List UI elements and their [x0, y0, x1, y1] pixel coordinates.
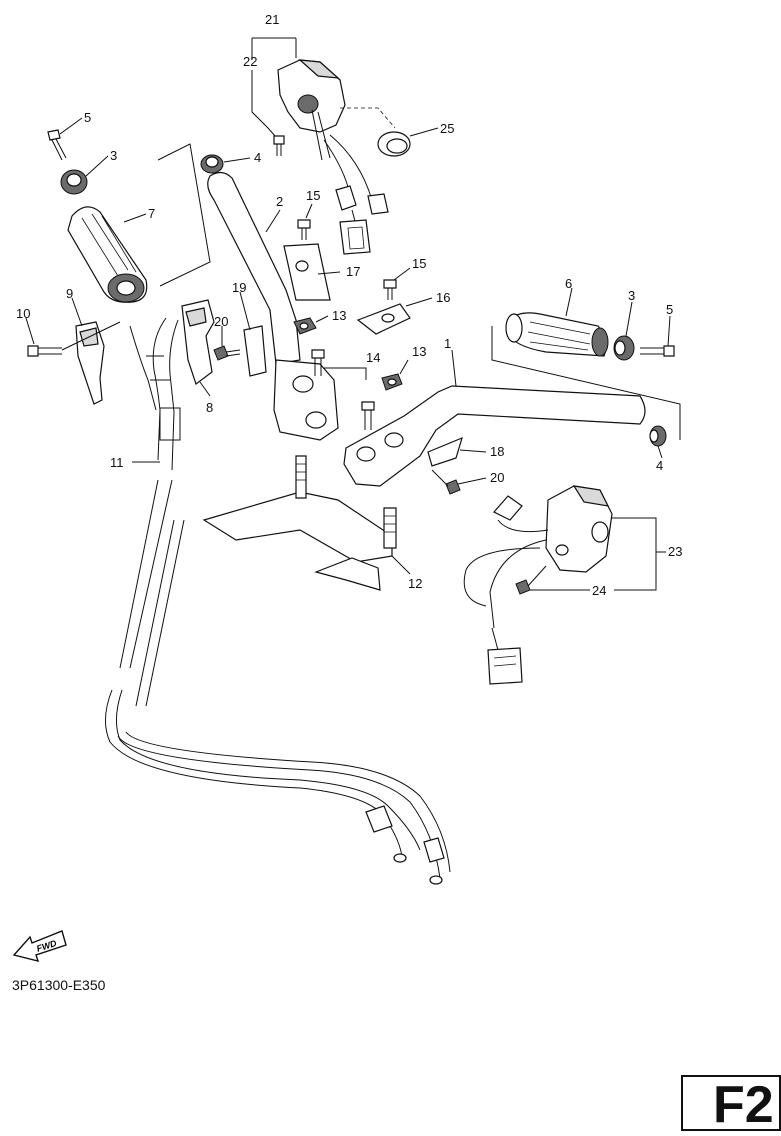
- bolt-14-right: [361, 401, 375, 430]
- collar-25: [377, 131, 411, 157]
- holder-8: [181, 299, 215, 385]
- page-tab: F2: [681, 1075, 781, 1134]
- handlebar-1: [343, 385, 646, 487]
- callout-8: 8: [206, 400, 213, 415]
- callout-21: 21: [265, 12, 279, 27]
- callout-6: 6: [565, 276, 572, 291]
- callout-5-left: 5: [84, 110, 91, 125]
- callout-18: 18: [490, 444, 504, 459]
- callout-3-right: 3: [628, 288, 635, 303]
- grip-6: [505, 312, 609, 357]
- screw-24: [515, 565, 547, 595]
- callout-16: 16: [436, 290, 450, 305]
- page-tab-label: F2: [713, 1076, 774, 1134]
- clamp-19: [243, 325, 267, 377]
- callout-13-left: 13: [332, 308, 346, 323]
- callout-23: 23: [668, 544, 682, 559]
- grip-end-3-right: [613, 335, 635, 361]
- bolt-10: [27, 345, 62, 357]
- callout-25: 25: [440, 121, 454, 136]
- callout-13-right: 13: [412, 344, 426, 359]
- switch-housing-21: [277, 59, 389, 255]
- callout-10: 10: [16, 306, 30, 321]
- screw-20-right: [431, 469, 461, 495]
- bolt-5-right: [640, 345, 675, 357]
- callout-14: 14: [366, 350, 380, 365]
- screw-22: [273, 135, 285, 156]
- callout-4-top: 4: [254, 150, 261, 165]
- callout-19: 19: [232, 280, 246, 295]
- fwd-arrow-icon: FWD: [12, 930, 67, 962]
- screw-20-left: [213, 345, 241, 361]
- callout-15-left: 15: [306, 188, 320, 203]
- nut-13-right: [381, 373, 403, 391]
- weight-4-top: [200, 154, 224, 174]
- clamp-18: [427, 436, 463, 467]
- screw-15-right: [383, 279, 397, 300]
- plate-17: [283, 243, 331, 301]
- callout-22: 22: [243, 54, 257, 69]
- catalog-code: 3P61300-E350: [12, 977, 106, 993]
- handlebar-2: [207, 171, 339, 441]
- cables-11: [105, 317, 451, 885]
- callout-7: 7: [148, 206, 155, 221]
- holder-9: [75, 321, 105, 405]
- weight-4-right: [649, 425, 667, 447]
- callout-9: 9: [66, 286, 73, 301]
- callout-12: 12: [408, 576, 422, 591]
- callout-20-right: 20: [490, 470, 504, 485]
- callout-24: 24: [592, 583, 606, 598]
- callout-5-right: 5: [666, 302, 673, 317]
- callout-15-right: 15: [412, 256, 426, 271]
- nut-13-left: [293, 317, 317, 335]
- callout-3-left: 3: [110, 148, 117, 163]
- plate-16: [356, 303, 411, 335]
- callout-20-left: 20: [214, 314, 228, 329]
- callout-1: 1: [444, 336, 451, 351]
- callout-11: 11: [110, 455, 124, 470]
- bolt-14-left: [311, 349, 325, 376]
- switch-assembly-23: [463, 485, 613, 685]
- grip-end-3-left: [60, 169, 88, 195]
- bolt-5-left: [47, 129, 67, 161]
- callout-2: 2: [276, 194, 283, 209]
- callout-4-right: 4: [656, 458, 663, 473]
- grip-7: [67, 206, 148, 303]
- screw-15-left: [297, 219, 311, 240]
- callout-17: 17: [346, 264, 360, 279]
